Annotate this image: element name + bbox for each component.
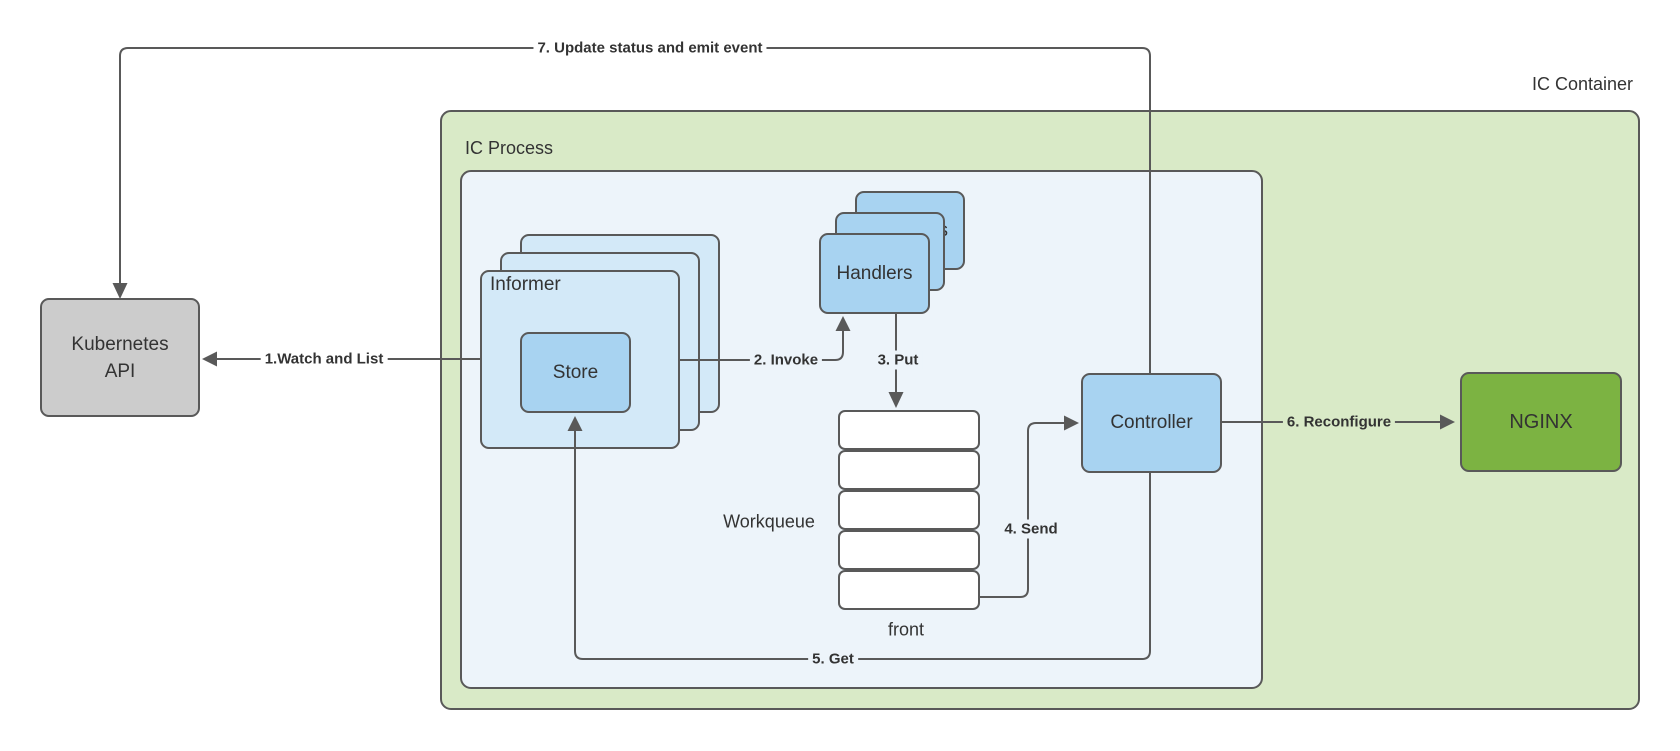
controller-label: Controller bbox=[1110, 412, 1193, 433]
informer-label: Informer bbox=[490, 274, 561, 295]
kubernetes-api-label: Kubernetes API bbox=[71, 333, 169, 382]
workqueue-cell bbox=[838, 450, 980, 490]
workqueue-label: Workqueue bbox=[723, 511, 815, 532]
controller-node: Controller bbox=[1081, 373, 1222, 473]
workqueue-cell bbox=[838, 570, 980, 610]
workqueue-cell bbox=[838, 410, 980, 450]
arrowhead-down-kubernetes bbox=[112, 283, 128, 299]
store-label: Store bbox=[552, 361, 599, 383]
store-node: Store bbox=[520, 332, 631, 413]
workqueue-cell bbox=[838, 530, 980, 570]
nginx-label: NGINX bbox=[1509, 410, 1573, 433]
edge-label-invoke: 2. Invoke bbox=[749, 350, 823, 370]
handlers-label: Handlers bbox=[836, 262, 913, 284]
ic-process-label: IC Process bbox=[465, 138, 554, 158]
nginx-node: NGINX bbox=[1460, 372, 1622, 472]
edge-label-reconfigure: 6. Reconfigure bbox=[1282, 412, 1396, 432]
edge-label-get: 5. Get bbox=[808, 649, 858, 669]
kubernetes-api-node: Kubernetes API bbox=[40, 298, 200, 417]
edge-label-update-status: 7. Update status and emit event bbox=[533, 38, 767, 58]
edge-label-watch-and-list: 1.Watch and List bbox=[260, 349, 388, 369]
ic-container-label: IC Container bbox=[1531, 74, 1633, 94]
workqueue-front-label: front bbox=[887, 619, 925, 640]
handlers-node: Handlers bbox=[819, 233, 930, 314]
edge-label-put: 3. Put bbox=[873, 350, 923, 370]
workqueue-cell bbox=[838, 490, 980, 530]
edge-label-send: 4. Send bbox=[1000, 519, 1062, 539]
arrowhead-left-kubernetes bbox=[202, 351, 217, 367]
